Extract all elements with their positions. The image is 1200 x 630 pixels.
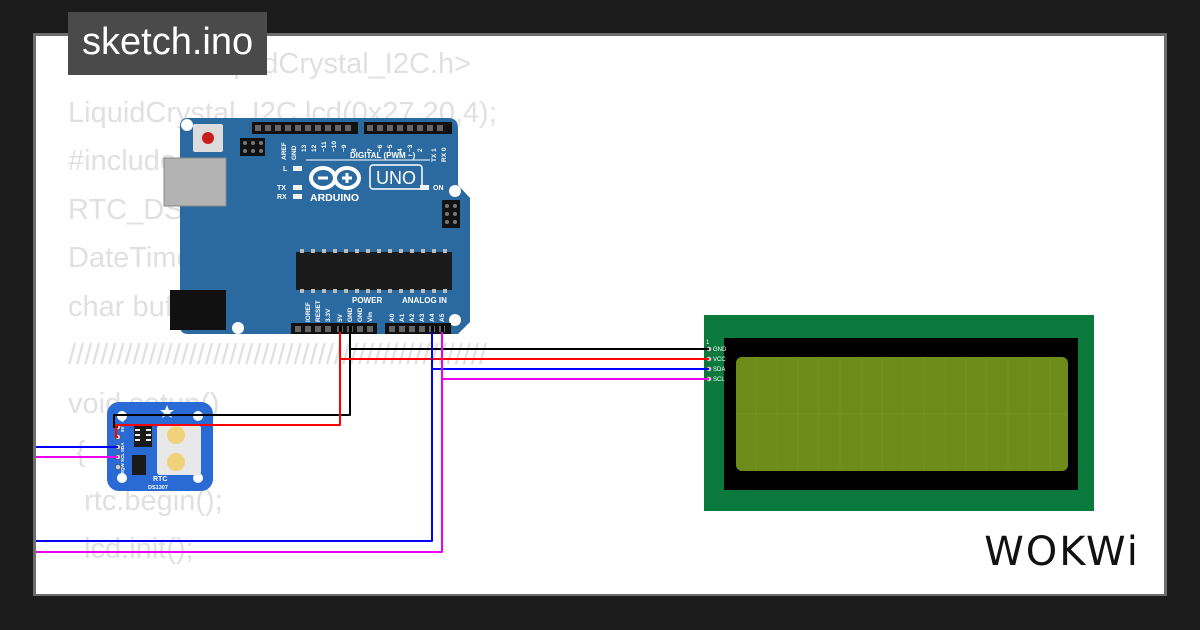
pin-label-3: ~3 [407, 144, 414, 152]
pin-label-5v: 5V [337, 313, 344, 322]
led-label-on: ON [433, 185, 444, 192]
pin-label-gnd1: GND [347, 307, 354, 322]
rtc-pin-label-sda: SDA [120, 442, 125, 452]
pin-label-9: ~9 [341, 144, 348, 152]
rtc-crystal [132, 455, 146, 475]
uno-label-box [369, 164, 423, 190]
wire-gnd-lcd[interactable] [113, 348, 709, 428]
pin-label-12: 12 [311, 144, 318, 152]
pin-label-a2: A2 [409, 313, 416, 322]
wire-vcc-lcd[interactable] [115, 358, 709, 438]
sketch-filename-tag[interactable]: sketch.ino [68, 12, 268, 75]
analog-in-label: ANALOG IN [402, 296, 447, 305]
pin-label-4: 4 [397, 148, 404, 152]
pin-label-aref: AREF [281, 142, 288, 160]
power-header [291, 323, 377, 334]
wire-sda-rtc-bus[interactable] [36, 369, 433, 542]
pin-label-3v3: 3.3V [325, 308, 332, 322]
rtc-name: RTC [153, 476, 167, 483]
wire-scl-rtc-bus[interactable] [36, 379, 443, 553]
led-tx [293, 185, 302, 190]
pin-label-5: ~5 [387, 144, 394, 152]
lcd-pin-label-vcc: VCC [713, 357, 726, 363]
pin-label-a3: A3 [419, 313, 426, 322]
pin-label-ioref: IOREF [305, 302, 312, 322]
arduino-brand: ARDUINO [310, 192, 359, 204]
pin-label-a5: A5 [439, 313, 446, 322]
pin-label-vin: Vin [367, 312, 374, 322]
pin-label-6: ~6 [377, 144, 384, 152]
pin-label-a4: A4 [429, 313, 436, 322]
atmega-chip [296, 252, 452, 290]
lcd-i2c-display[interactable]: 1 GND VCC SDA SCL [704, 315, 1094, 511]
pin-label-7: 7 [367, 148, 374, 152]
led-l [293, 166, 302, 171]
lcd-pin-label-sda: SDA [713, 367, 725, 373]
pin-label-rx0: RX 0 [441, 147, 448, 162]
rtc-pin-label-scl: SCL [120, 453, 125, 462]
pin-label-gnd: GND [291, 145, 298, 160]
digital-pwm-label: DIGITAL (PWM ~) [350, 151, 416, 160]
code-line: ////////////////////////////////////////… [68, 339, 487, 371]
arduino-uno-board[interactable]: AREF GND 13 12 ~11 ~10 ~9 8 7 ~6 ~5 4 ~3… [163, 118, 470, 334]
lcd-pin-label-gnd: GND [713, 347, 727, 353]
rtc-pin-label-gnd: GND [120, 411, 125, 422]
lcd-character-grid [736, 357, 1068, 471]
rtc-pin-label-sqw: SQW [120, 462, 125, 474]
pin-label-reset: RESET [315, 300, 322, 322]
pin-label-2: 2 [417, 148, 424, 152]
analog-header [385, 323, 451, 334]
pin-label-11: ~11 [321, 141, 328, 152]
reset-button-cap [202, 132, 214, 144]
pin-label-tx1: TX 1 [431, 148, 438, 162]
led-rx [293, 194, 302, 199]
power-jack [170, 290, 226, 330]
rtc-pin-label-5v: 5V [120, 426, 125, 432]
lcd-pin1-marker: 1 [706, 340, 710, 346]
led-label-l: L [283, 166, 288, 173]
pin-label-10: ~10 [331, 141, 338, 152]
pin-label-gnd2: GND [357, 307, 364, 322]
code-line: lcd.init(); [68, 533, 194, 565]
pin-label-8: 8 [351, 148, 358, 152]
lcd-pin-label-scl: SCL [713, 377, 725, 383]
wire-scl-lcd[interactable] [441, 330, 709, 380]
usb-port [163, 157, 227, 207]
wokwi-logo[interactable]: WOKWi [984, 529, 1140, 575]
led-label-rx: RX [277, 194, 287, 201]
arduino-infinity-logo [309, 166, 361, 190]
power-label: POWER [352, 296, 382, 305]
pin-label-a1: A1 [399, 313, 406, 322]
rtc-model: DS1307 [148, 485, 168, 491]
board-name: UNO [376, 168, 416, 188]
led-label-tx: TX [277, 185, 286, 192]
code-line: { [68, 436, 86, 468]
pin-label-13: 13 [301, 144, 308, 152]
led-on [420, 185, 429, 190]
pin-label-a0: A0 [389, 313, 396, 322]
rtc-pin-sqw[interactable] [115, 464, 121, 470]
